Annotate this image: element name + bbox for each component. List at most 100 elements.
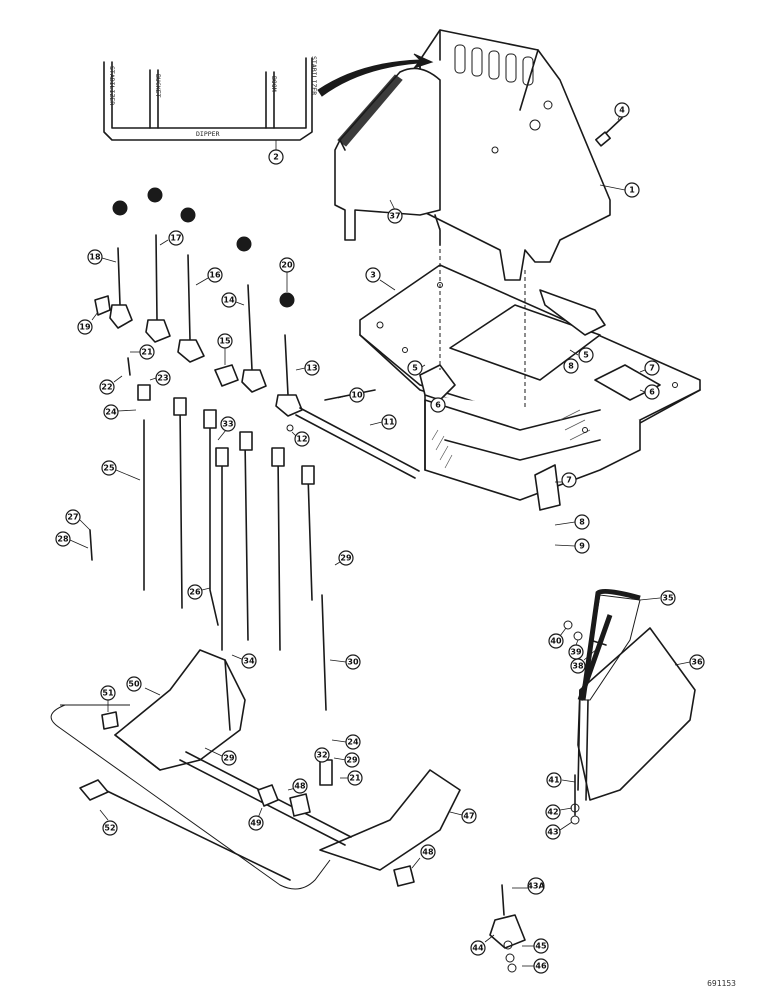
side-guard xyxy=(563,588,696,825)
decal-label-dipper: DIPPER xyxy=(196,130,220,138)
svg-text:33: 33 xyxy=(222,420,233,429)
callout-4: 4 xyxy=(614,102,630,121)
svg-text:52: 52 xyxy=(104,824,115,833)
callout-47: 47 xyxy=(449,808,477,824)
callout-5b: 5 xyxy=(569,347,594,363)
bolt-4 xyxy=(595,117,623,147)
callout-29b: 29 xyxy=(204,747,237,766)
svg-text:16: 16 xyxy=(209,271,221,280)
control-levers xyxy=(94,187,303,417)
svg-text:18: 18 xyxy=(89,253,101,262)
console-vent-slots xyxy=(454,44,534,86)
svg-text:25: 25 xyxy=(103,464,115,473)
svg-text:48: 48 xyxy=(422,848,434,857)
callout-35: 35 xyxy=(639,590,676,606)
svg-text:43A: 43A xyxy=(527,882,545,891)
control-rods xyxy=(89,357,333,786)
callout-26: 26 xyxy=(187,584,211,600)
svg-text:6: 6 xyxy=(649,388,655,397)
callout-48b: 48 xyxy=(411,844,436,869)
callout-43a: 43A xyxy=(512,877,545,895)
callout-8a: 8 xyxy=(563,358,579,374)
svg-text:21: 21 xyxy=(141,348,153,357)
callout-22: 22 xyxy=(99,375,123,395)
base-platform xyxy=(359,228,701,511)
callout-8b: 8 xyxy=(554,514,590,530)
callout-21a: 21 xyxy=(130,344,155,360)
svg-text:5: 5 xyxy=(412,364,418,373)
svg-text:45: 45 xyxy=(535,942,547,951)
svg-text:36: 36 xyxy=(691,658,703,667)
pedal-assembly xyxy=(50,649,461,890)
callout-18: 18 xyxy=(87,249,117,265)
callout-23: 23 xyxy=(149,370,171,386)
svg-text:20: 20 xyxy=(281,261,293,270)
svg-text:51: 51 xyxy=(102,689,114,698)
callout-7b: 7 xyxy=(555,472,577,488)
callout-39: 39 xyxy=(568,639,584,660)
svg-text:2: 2 xyxy=(273,153,279,162)
control-decal: STABILIZER BUCKET BOOM STABILIZER DIPPER xyxy=(103,56,318,141)
callout-40: 40 xyxy=(548,627,567,649)
callout-11: 11 xyxy=(369,414,397,430)
svg-text:13: 13 xyxy=(306,364,317,373)
svg-text:42: 42 xyxy=(547,808,558,817)
svg-text:8: 8 xyxy=(568,362,574,371)
callout-37: 37 xyxy=(387,199,403,224)
decal-label-stabilizer-right: STABILIZER xyxy=(310,56,318,95)
svg-text:46: 46 xyxy=(535,962,547,971)
svg-text:21: 21 xyxy=(349,774,361,783)
callout-6a: 6 xyxy=(430,397,446,413)
callout-48a: 48 xyxy=(287,778,308,794)
callout-20: 20 xyxy=(279,257,295,292)
callout-19: 19 xyxy=(77,311,99,335)
svg-text:32: 32 xyxy=(316,751,327,760)
svg-text:38: 38 xyxy=(572,662,584,671)
svg-text:40: 40 xyxy=(550,637,562,646)
svg-text:1: 1 xyxy=(629,186,635,195)
svg-text:34: 34 xyxy=(243,657,255,666)
svg-text:26: 26 xyxy=(189,588,201,597)
svg-text:11: 11 xyxy=(383,418,395,427)
svg-text:4: 4 xyxy=(619,106,625,115)
svg-text:29: 29 xyxy=(223,754,235,763)
svg-text:8: 8 xyxy=(579,518,585,527)
callout-50: 50 xyxy=(126,676,161,696)
callout-44: 44 xyxy=(470,934,495,956)
callout-29c: 29 xyxy=(333,752,360,768)
svg-text:3: 3 xyxy=(370,271,376,280)
svg-text:7: 7 xyxy=(566,476,572,485)
svg-text:15: 15 xyxy=(219,337,231,346)
callout-51: 51 xyxy=(100,685,116,712)
callout-25: 25 xyxy=(101,460,141,481)
callout-6b: 6 xyxy=(639,384,660,400)
callout-45: 45 xyxy=(522,938,549,954)
svg-text:10: 10 xyxy=(351,391,363,400)
svg-text:24: 24 xyxy=(105,408,117,417)
callout-24a: 24 xyxy=(103,404,137,420)
callout-46: 46 xyxy=(522,958,549,974)
svg-text:9: 9 xyxy=(579,542,585,551)
svg-text:29: 29 xyxy=(340,554,352,563)
svg-text:5: 5 xyxy=(583,351,589,360)
svg-text:30: 30 xyxy=(347,658,359,667)
svg-text:17: 17 xyxy=(170,234,181,243)
svg-text:24: 24 xyxy=(347,738,359,747)
callout-5a: 5 xyxy=(407,360,426,376)
decal-label-boom: BOOM xyxy=(270,76,278,92)
svg-text:48: 48 xyxy=(294,782,306,791)
svg-text:47: 47 xyxy=(463,812,474,821)
callout-49: 49 xyxy=(248,807,264,831)
callout-2: 2 xyxy=(268,140,284,165)
svg-text:29: 29 xyxy=(346,756,358,765)
svg-text:35: 35 xyxy=(662,594,674,603)
callout-15: 15 xyxy=(217,333,233,365)
callout-7a: 7 xyxy=(639,360,660,376)
callout-41: 41 xyxy=(546,772,576,788)
svg-text:23: 23 xyxy=(157,374,168,383)
callout-36: 36 xyxy=(674,654,705,670)
svg-text:50: 50 xyxy=(128,680,140,689)
callout-28: 28 xyxy=(55,531,89,549)
control-console xyxy=(419,29,611,281)
